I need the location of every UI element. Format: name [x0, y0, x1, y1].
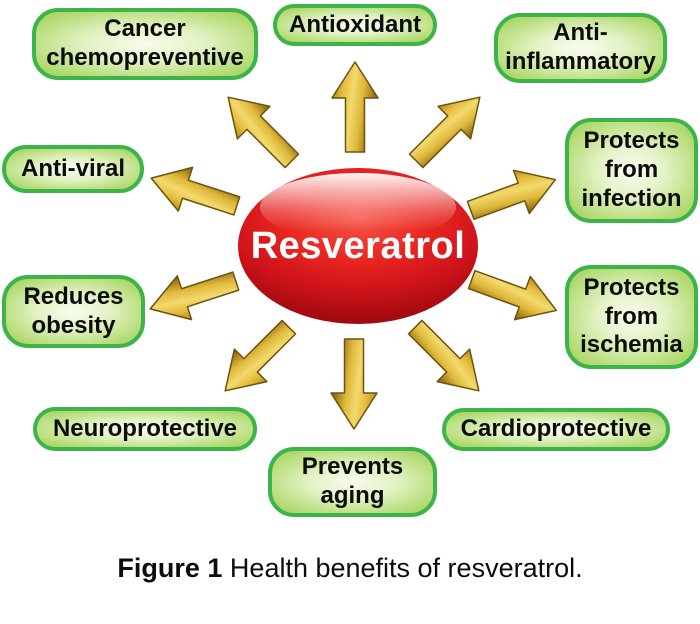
- arrow-up-right-icon: [399, 80, 498, 179]
- arrow-right-down-icon: [463, 257, 566, 334]
- center-ellipse: Resveratrol: [238, 168, 478, 324]
- benefit-box-protects-from-ischemia: Protects from ischemia: [565, 265, 698, 369]
- benefit-box-anti-inflammatory: Anti- inflammatory: [494, 13, 667, 83]
- benefit-box-reduces-obesity: Reduces obesity: [2, 275, 145, 348]
- arrow-up-left-icon: [211, 80, 310, 179]
- benefit-box-cancer-chemopreventive: Cancer chemopreventive: [32, 8, 258, 80]
- arrow-down-right-icon: [398, 310, 497, 409]
- figure-caption: Figure 1 Health benefits of resveratrol.: [0, 553, 700, 584]
- center-label: Resveratrol: [250, 224, 466, 267]
- benefit-box-antioxidant: Antioxidant: [273, 4, 437, 46]
- arrow-left-down-icon: [142, 258, 244, 332]
- benefit-box-cardioprotective: Cardioprotective: [442, 408, 670, 451]
- benefit-box-anti-viral: Anti-viral: [2, 145, 144, 193]
- benefit-box-prevents-aging: Prevents aging: [268, 447, 437, 517]
- benefit-box-protects-from-infection: Protects from infection: [565, 118, 698, 223]
- figure-caption-number: Figure 1: [117, 553, 223, 583]
- benefit-box-neuroprotective: Neuroprotective: [33, 407, 257, 451]
- arrow-left-up-icon: [143, 155, 245, 229]
- arrow-right-up-icon: [462, 157, 565, 234]
- arrow-up-icon: [331, 61, 379, 153]
- arrow-down-left-icon: [208, 310, 307, 409]
- arrow-down-icon: [330, 338, 378, 430]
- figure-caption-text: Health benefits of resveratrol.: [222, 553, 583, 583]
